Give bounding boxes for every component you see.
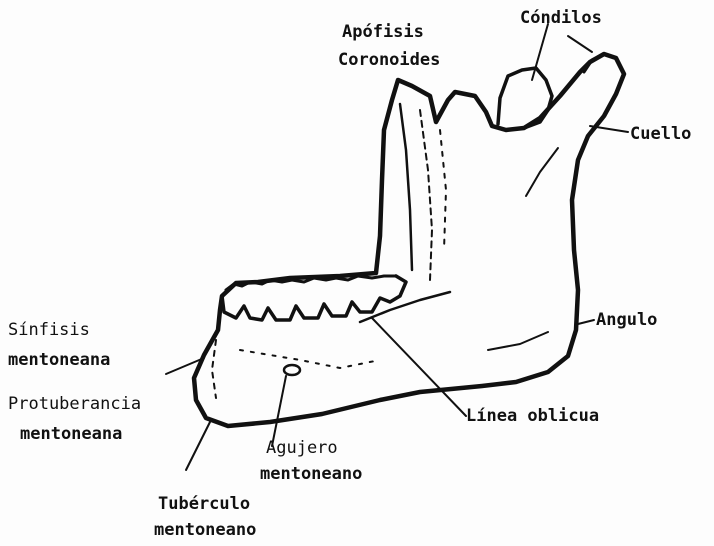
label-agujero-1: Agujero: [266, 438, 338, 458]
label-apofisis-2: Coronoides: [338, 50, 440, 70]
label-angulo: Angulo: [596, 310, 657, 330]
mandible-outline: [194, 54, 624, 426]
body-shade: [240, 350, 380, 368]
condyle-front: [498, 68, 552, 128]
label-sinfisis-1: Sínfisis: [8, 320, 90, 340]
label-linea-oblicua: Línea oblicua: [466, 406, 599, 426]
label-agujero-2: mentoneano: [260, 464, 362, 484]
ramus-ridge-3: [440, 130, 446, 250]
chin-curve: [212, 340, 216, 398]
leader-linea: [372, 318, 466, 416]
label-sinfisis-2: mentoneana: [8, 350, 110, 370]
label-protuberancia-2: mentoneana: [20, 424, 122, 444]
mental-foramen: [284, 365, 300, 375]
ramus-ridge-2: [420, 110, 432, 280]
label-cuello: Cuello: [630, 124, 691, 144]
leader-agujero: [272, 376, 286, 446]
neck-curve: [526, 148, 558, 196]
label-tuberculo-2: mentoneano: [154, 520, 256, 540]
teeth-tops: [226, 276, 396, 290]
leader-angulo: [578, 320, 594, 324]
label-tuberculo-1: Tubérculo: [158, 494, 250, 514]
leader-condilos-2: [568, 36, 592, 52]
label-apofisis-1: Apófisis: [342, 22, 424, 42]
label-protuberancia-1: Protuberancia: [8, 394, 141, 414]
angle-curve: [488, 332, 548, 350]
label-condilos: Cóndilos: [520, 8, 602, 28]
leader-tuberculo: [186, 422, 210, 470]
ramus-ridge: [400, 104, 412, 270]
